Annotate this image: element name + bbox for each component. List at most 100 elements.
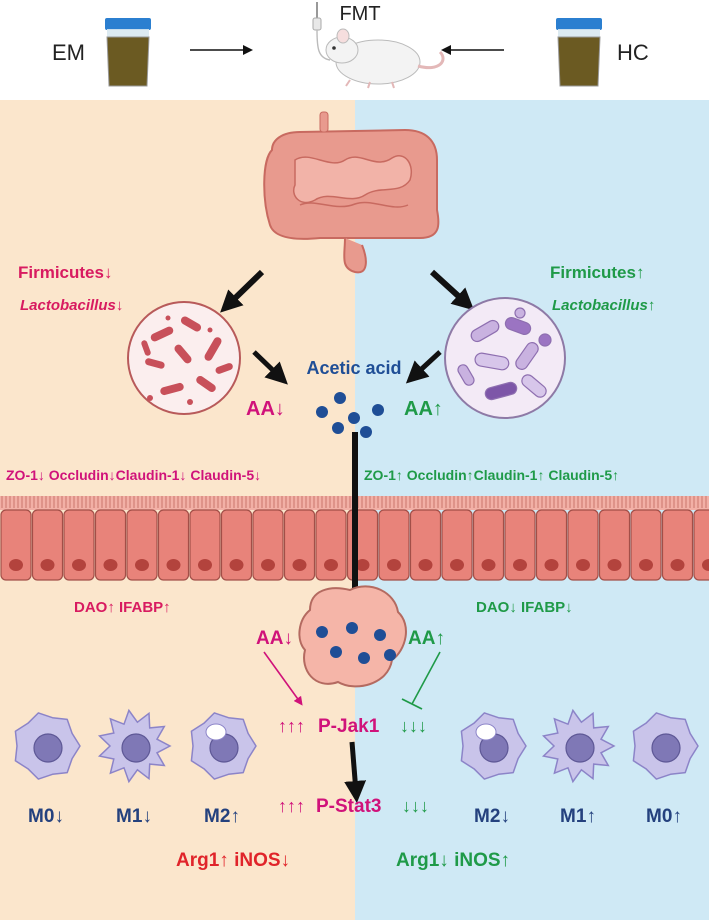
cell-nucleus [198,559,212,571]
m1-macrophage-icon [97,708,172,784]
m1-macrophage-icon [541,708,616,784]
stat3-down-arrows: ↓↓↓ [402,796,429,816]
left-outcome-label: Arg1↑ iNOS↓ [176,850,290,871]
cell-nucleus [387,559,401,571]
stat3-label: P-Stat3 [316,796,381,817]
jak1-label: P-Jak1 [318,716,380,737]
right-tight-junction-label: ZO-1↑ Occludin↑Claudin-1↑ Claudin-5↑ [364,467,619,483]
epithelial-cell [409,509,442,581]
epithelial-cell [535,509,568,581]
m0-macrophage-icon [14,712,81,780]
left-aa-label: AA↓ [246,398,285,420]
epithelial-cell [252,509,284,581]
epithelial-cell [283,509,316,581]
jak1-up-arrows: ↑↑↑ [278,716,305,736]
jak-to-stat-arrow [344,741,367,803]
cell-nucleus [135,559,149,571]
right-lactobacillus-label: Lactobacillus↑ [552,297,655,314]
macrophage-label: M0↓ [28,806,64,827]
hc-sample-jar-icon [556,18,602,87]
epithelial-cell [378,509,410,581]
cell-nucleus [103,559,118,571]
cell-nucleus [544,559,559,571]
jak1-down-arrows: ↓↓↓ [400,716,427,736]
macrophage-label: M2↑ [204,806,240,827]
epithelial-cell [220,509,253,581]
epithelial-cell [126,509,158,581]
right-barrier-markers-label: DAO↓ IFABP↓ [476,599,573,616]
acetic-acid-label: Acetic acid [306,358,401,378]
cell-nucleus [261,559,275,571]
stat3-up-arrows: ↑↑↑ [278,796,305,816]
m0-macrophage-icon [632,712,699,780]
activation-arrow [263,651,303,706]
em-label: EM [52,40,85,65]
epithelial-cell [661,509,694,581]
cell-nucleus [292,559,307,571]
left-bacteria-circle-icon [127,301,241,415]
fmt-label: FMT [339,3,380,25]
epithelial-cell [157,509,190,581]
cell-nucleus [355,559,370,571]
left-firmicutes-label: Firmicutes↓ [18,263,112,282]
left-aa-cell-label: AA↓ [256,628,293,649]
right-to-aa-arrow [405,350,442,384]
macrophage-label: M0↑ [646,806,682,827]
cell-nucleus [166,559,181,571]
m2-macrophage-icon [190,712,257,780]
left-tight-junction-label: ZO-1↓ Occludin↓Claudin-1↓ Claudin-5↓ [6,467,261,483]
left-barrier-markers-label: DAO↑ IFABP↑ [74,599,171,616]
cell-nucleus [9,559,23,571]
epithelial-cell [441,509,473,581]
epithelial-cell [504,509,536,581]
acetic-acid-molecules-icon [316,392,384,438]
right-macrophages: M2↓ M1↑ M0↑ [460,708,699,827]
right-aa-label: AA↑ [404,398,443,420]
left-macrophages: M0↓ M1↓ M2↑ [14,708,257,827]
cell-nucleus [576,559,590,571]
cell-nucleus [607,559,622,571]
cell-nucleus [324,559,338,571]
epithelial-cell [31,509,64,581]
inhibition-bar [401,698,423,710]
right-down-arrow [429,269,475,311]
left-down-arrow [220,269,265,313]
cell-nucleus [481,559,496,571]
macrophage-label: M2↓ [474,806,510,827]
epithelial-cell [0,509,32,581]
inhibition-line [411,651,441,705]
right-bacteria-circle-icon [444,297,566,419]
cell-nucleus [670,559,685,571]
epithelial-cell [598,509,631,581]
right-aa-cell-label: AA↑ [408,628,445,649]
left-to-aa-arrow [252,350,288,385]
epithelial-cell [567,509,599,581]
m2-macrophage-icon [460,712,527,780]
right-firmicutes-label: Firmicutes↑ [550,263,644,282]
cell-nucleus [40,559,55,571]
cell-nucleus [702,559,709,571]
em-sample-jar-icon [105,18,151,87]
epithelial-cell [189,509,221,581]
intestine-icon [263,111,440,274]
cell-nucleus [639,559,653,571]
epithelial-cell [630,509,662,581]
cell-nucleus [450,559,464,571]
epithelial-cell [94,509,127,581]
hc-label: HC [617,40,649,65]
macrophage-label: M1↓ [116,806,152,827]
cell-nucleus [513,559,527,571]
mouse-icon [312,2,445,89]
left-lactobacillus-label: Lactobacillus↓ [20,297,123,314]
right-outcome-label: Arg1↓ iNOS↑ [396,850,510,871]
target-cell-icon [298,585,407,688]
epithelial-cell [472,509,505,581]
cell-nucleus [72,559,86,571]
epithelial-cell [315,509,347,581]
intestinal-epithelium-icon [0,496,709,581]
header: EM FMT HC [52,2,649,89]
macrophage-label: M1↑ [560,806,596,827]
cell-nucleus [229,559,244,571]
epithelial-cell [63,509,95,581]
